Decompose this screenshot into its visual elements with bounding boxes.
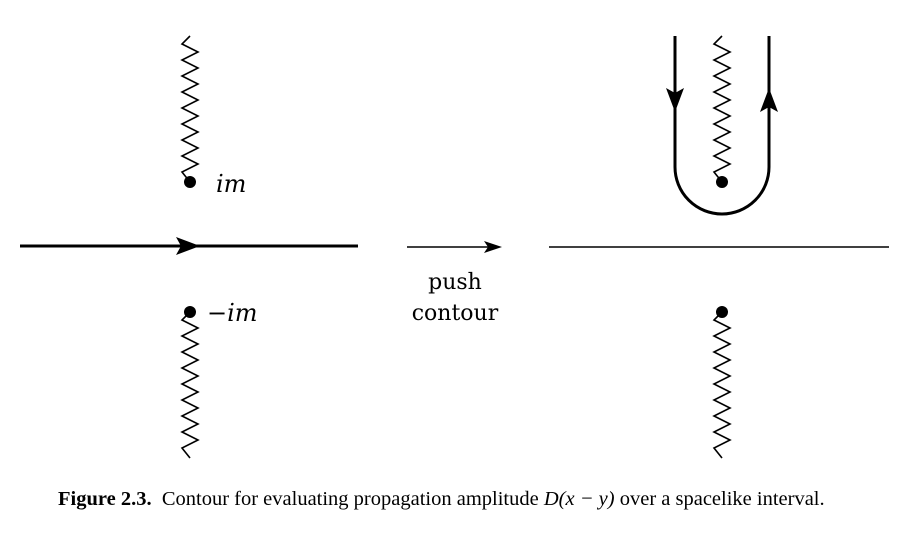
upper-pole-label: im [216,170,246,198]
down-arrow-head [666,88,684,112]
lower-pole-dot-right [716,306,728,318]
up-arrow-head [760,88,778,112]
upper-branch-cut-left [180,35,200,183]
deformed-contour [673,36,771,216]
lower-pole-label: −im [207,299,258,327]
lower-branch-cut-right [712,311,732,459]
push-arrow-head [484,241,502,253]
caption-text-after: over a spacelike interval. [614,488,825,510]
upper-pole-dot [184,176,196,188]
figure-caption: Figure 2.3. Contour for evaluating propa… [58,484,878,514]
lower-branch-cut-left [180,311,200,459]
contour-diagram: im −im push contour [20,35,889,459]
upper-pole-dot-right [716,176,728,188]
caption-math: D(x − y) [543,488,615,510]
lower-pole-dot [184,306,196,318]
figure-number: Figure 2.3. [58,488,152,510]
contour-text: contour [412,301,499,326]
upper-branch-cut-right [712,35,732,183]
contour-direction-arrow [176,237,200,255]
push-text: push [428,270,482,295]
caption-text-before: Contour for evaluating propagation ampli… [161,488,544,510]
